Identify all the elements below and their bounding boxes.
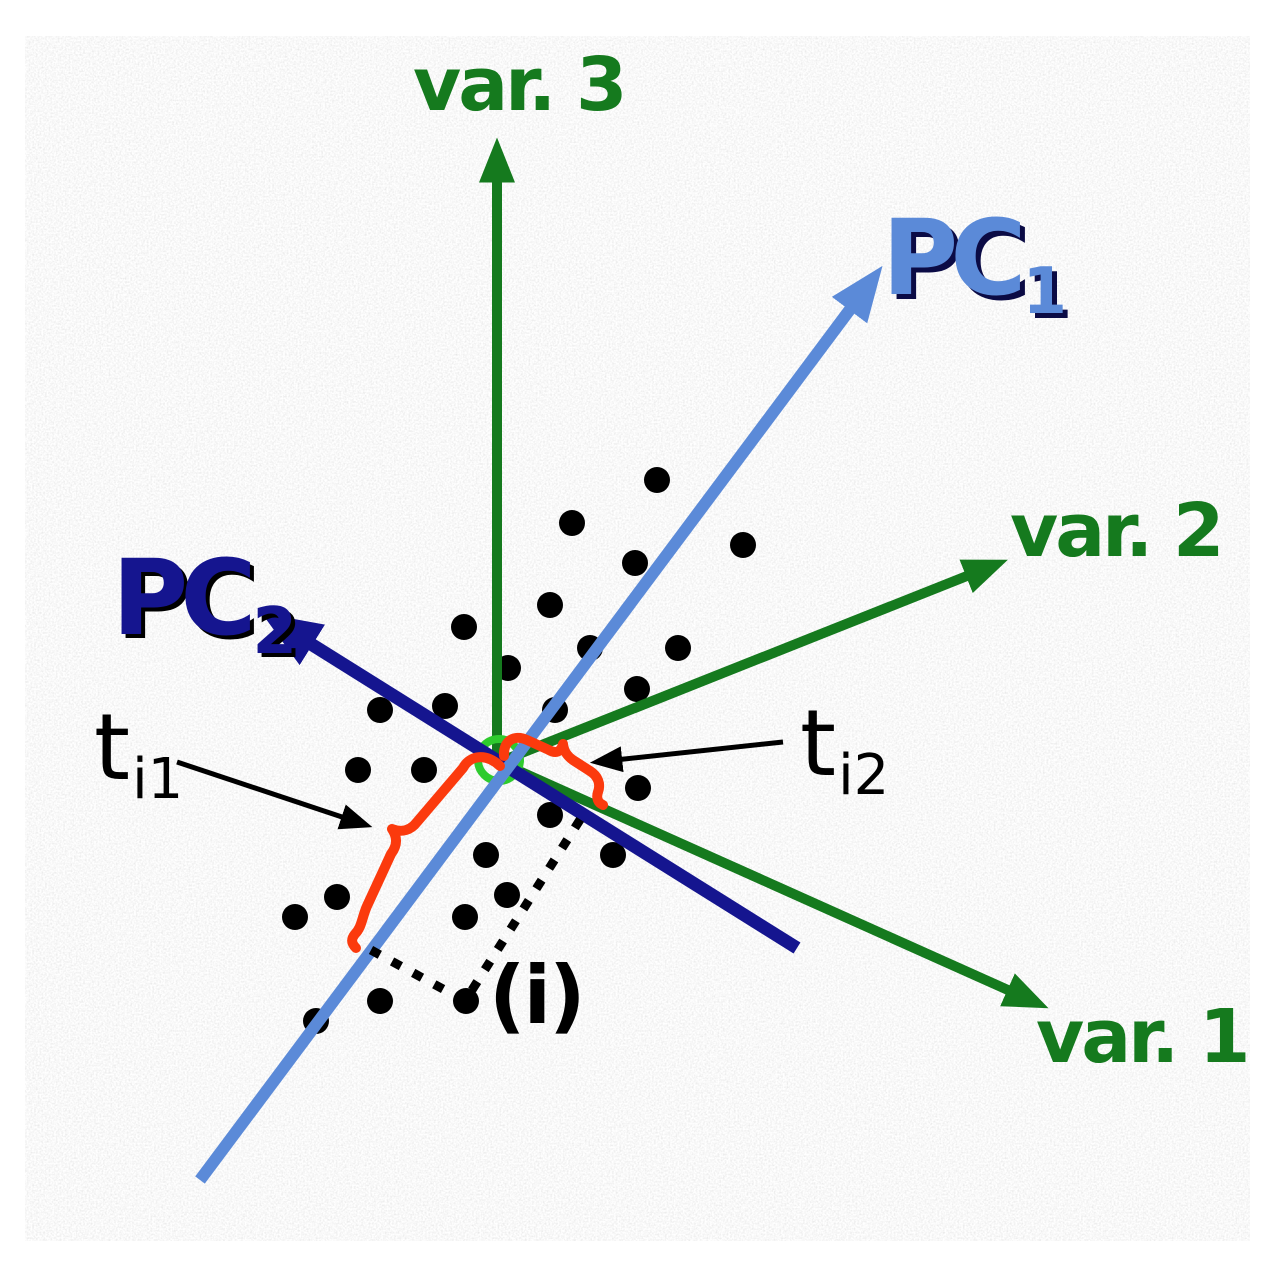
pc2-axis-line (261, 613, 801, 954)
data-point (624, 676, 650, 702)
pc1-label-text: PC (882, 197, 1027, 319)
data-point (537, 802, 563, 828)
data-point (473, 842, 499, 868)
data-point (644, 467, 670, 493)
pc2-axis-label: PC2 (112, 546, 297, 664)
data-point (494, 882, 520, 908)
var2-axis-label: var. 2 (1010, 488, 1224, 574)
data-point (367, 697, 393, 723)
pc2-label-text: PC (112, 537, 257, 659)
data-point (345, 757, 371, 783)
var3-axis-label: var. 3 (413, 42, 627, 128)
ti1-annotation-arrow (176, 759, 373, 830)
ti2-score-label: ti2 (800, 698, 889, 804)
data-point (432, 693, 458, 719)
data-point (324, 884, 350, 910)
data-point (730, 532, 756, 558)
data-point (559, 510, 585, 536)
ti2-annotation-arrow (589, 739, 784, 773)
ti2-score-brace (498, 732, 608, 810)
pc1-label-subscript: 1 (1022, 255, 1068, 330)
ti1-label-text: t (94, 694, 131, 801)
data-point (622, 550, 648, 576)
data-point (625, 775, 651, 801)
data-point (411, 757, 437, 783)
ti1-score-brace (347, 752, 505, 953)
pc2-label-subscript: 2 (252, 595, 298, 670)
data-point (452, 904, 478, 930)
pc1-axis-line (195, 265, 883, 1184)
paper-texture-background (25, 36, 1250, 1241)
data-point (537, 592, 563, 618)
var1-axis-label: var. 1 (1036, 994, 1250, 1080)
ti2-label-text: t (800, 690, 837, 797)
var2-axis-line (497, 559, 1008, 767)
data-point (451, 614, 477, 640)
var1-axis-line (496, 757, 1049, 1009)
ti1-label-subscript: i1 (132, 747, 184, 813)
data-point (282, 904, 308, 930)
pc1-axis-label: PC1 (882, 206, 1067, 324)
ti1-score-label: ti1 (94, 702, 183, 808)
data-point (665, 635, 691, 661)
observation-i-label: (i) (489, 949, 586, 1042)
data-point (600, 842, 626, 868)
ti2-label-subscript: i2 (838, 743, 890, 809)
data-point (367, 988, 393, 1014)
